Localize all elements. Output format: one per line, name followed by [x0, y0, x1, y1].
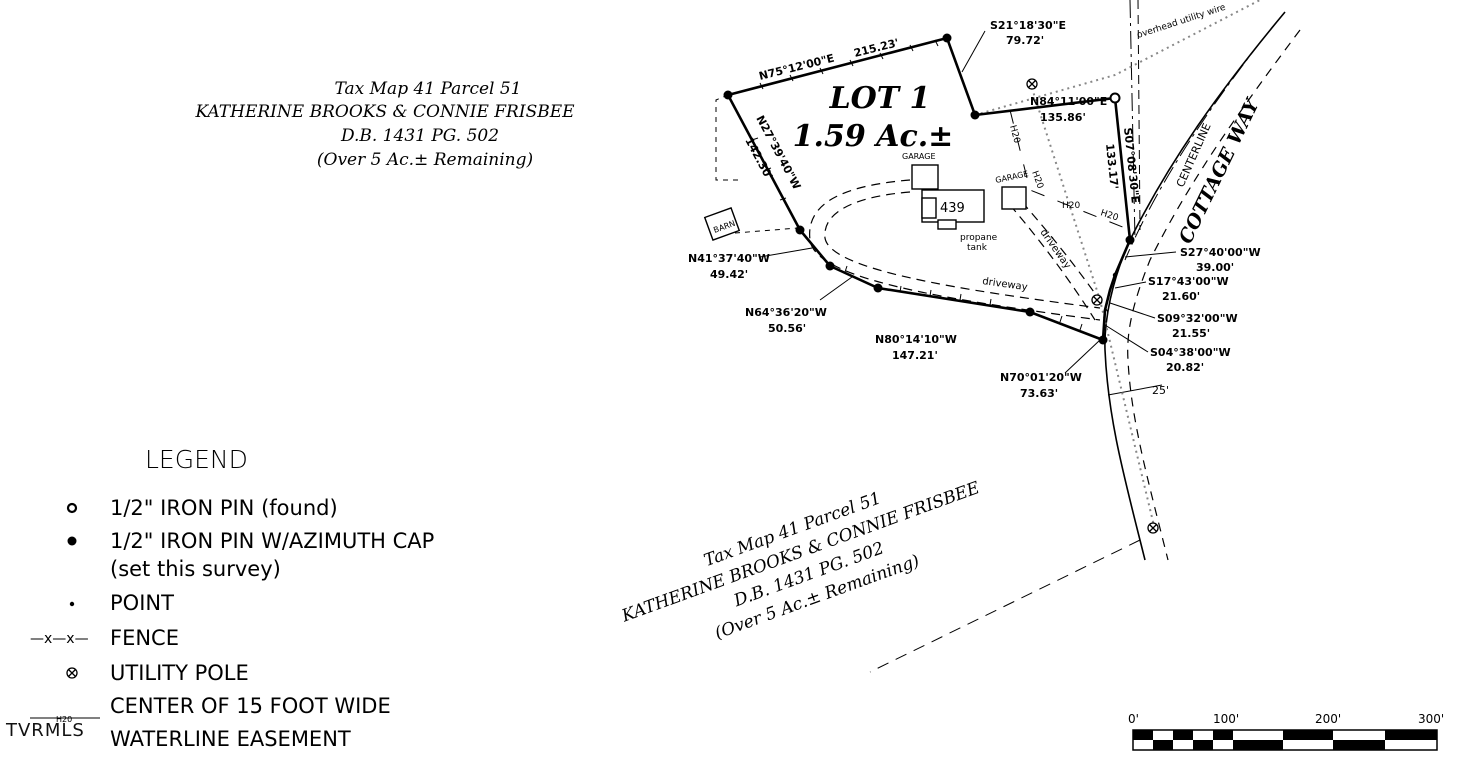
propane-label-2: tank: [967, 243, 988, 253]
iron-pin-set-icon: [942, 33, 952, 43]
structures: [703, 164, 1027, 241]
legend-title: LEGEND: [145, 445, 248, 474]
r3-bearing: S09°32'00"W: [1157, 312, 1238, 325]
iron-pin-found-icon: [66, 502, 78, 514]
r2-distance: 21.60': [1162, 290, 1200, 303]
boundary-fence-ticks: [751, 39, 1083, 331]
point-icon: [69, 601, 75, 607]
tvrmls-watermark: TVRMLS: [6, 720, 85, 741]
waterline-icon-label: H20: [56, 715, 72, 724]
legend-item-iron-pin-set-note: (set this survey): [110, 557, 281, 581]
scale-label-0: 0': [1128, 712, 1139, 726]
r1-distance: 39.00': [1196, 261, 1234, 274]
road-width-label: 25': [1152, 384, 1169, 397]
owner-north-line4: (Over 5 Ac.± Remaining): [317, 150, 533, 170]
b3-bearing: N80°14'10"W: [875, 333, 957, 346]
overhead-wire-label: overhead utility wire: [1136, 3, 1228, 41]
legend-item-waterline: CENTER OF 15 FOOT WIDE: [110, 694, 391, 718]
scale-label-200: 200': [1315, 712, 1341, 726]
boundary-corners: [723, 33, 1135, 345]
r4-distance: 20.82': [1166, 361, 1204, 374]
iron-pin-set-icon: [67, 536, 77, 546]
house-porch: [921, 197, 937, 219]
lot-boundary: [726, 36, 1132, 342]
house-number: 439: [940, 201, 965, 216]
lot-name: LOT 1: [829, 81, 931, 116]
legend-item-iron-pin-set: 1/2" IRON PIN W/AZIMUTH CAP: [110, 529, 434, 553]
garage-label-east: GARAGE: [995, 169, 1030, 185]
utility-pole-icon: [1026, 78, 1038, 90]
scale-label-300: 300': [1418, 712, 1444, 726]
h20-label-2: H20: [1029, 170, 1045, 191]
iron-pin-set-icon: [1125, 235, 1135, 245]
garage-building: [911, 164, 939, 190]
legend-item-iron-pin-found: 1/2" IRON PIN (found): [110, 496, 338, 520]
ne-line-bearing: S21°18'30"E: [990, 19, 1066, 32]
legend-item-fence: FENCE: [110, 626, 179, 650]
waterline-easement: [1009, 109, 1131, 231]
b4-distance: 73.63': [1020, 387, 1058, 400]
fence-icon: —x—x—: [30, 631, 89, 647]
owner-label-north: Tax Map 41 Parcel 51 KATHERINE BROOKS & …: [194, 79, 575, 170]
h20-label-3: H20: [1062, 201, 1080, 211]
iron-pin-set-icon: [723, 90, 733, 100]
fence-west: [715, 94, 799, 234]
mid-line-distance: 135.86': [1040, 111, 1086, 124]
barn-building: [703, 207, 741, 241]
ne-line-distance: 79.72': [1006, 34, 1044, 47]
cottage-way-road: [869, 0, 1301, 673]
iron-pin-set-icon: [873, 283, 883, 293]
r3-distance: 21.55': [1172, 327, 1210, 340]
owner-north-line3: D.B. 1431 PG. 502: [340, 126, 499, 146]
legend-item-utility-pole: UTILITY POLE: [110, 661, 249, 685]
owner-north-line1: Tax Map 41 Parcel 51: [335, 79, 522, 99]
h20-label-1: H20: [1007, 124, 1021, 144]
mid-line-bearing: N84°11'00"E: [1030, 95, 1107, 108]
lot-area: 1.59 Ac.±: [793, 119, 954, 154]
driveway-label-south: driveway: [982, 276, 1029, 293]
leader-lines: [759, 30, 1177, 374]
scale-bar: 0' 100' 200' 300': [1128, 712, 1444, 751]
legend-item-waterline-2: WATERLINE EASEMENT: [110, 727, 351, 751]
legend: LEGEND 1/2" IRON PIN (found) 1/2" IRON P…: [30, 445, 434, 751]
h20-label-4: H20: [1099, 208, 1120, 223]
r4-bearing: S04°38'00"W: [1150, 346, 1231, 359]
point-icon: [1112, 272, 1118, 278]
b2-distance: 50.56': [768, 322, 806, 335]
scale-label-100: 100': [1213, 712, 1239, 726]
owner-north-line2: KATHERINE BROOKS & CONNIE FRISBEE: [194, 102, 575, 122]
house-deck: [937, 219, 957, 230]
iron-pin-set-icon: [1025, 307, 1035, 317]
iron-pin-set-icon: [825, 261, 835, 271]
iron-pin-set-icon: [1098, 335, 1108, 345]
b1-distance: 49.42': [710, 268, 748, 281]
utility-poles: [1026, 78, 1159, 534]
iron-pin-set-icon: [970, 110, 980, 120]
utility-pole-icon: [1091, 294, 1103, 306]
propane-label-1: propane: [960, 233, 998, 243]
b4-bearing: N70°01'20"W: [1000, 371, 1082, 384]
b1-bearing: N41°37'40"W: [688, 252, 770, 265]
east-line-distance: 133.17': [1103, 143, 1121, 190]
driveway-label-east: driveway: [1038, 227, 1073, 271]
iron-pin-set-icon: [795, 225, 805, 235]
legend-item-point: POINT: [110, 591, 174, 615]
b2-bearing: N64°36'20"W: [745, 306, 827, 319]
garage-building-east: [1001, 186, 1027, 210]
b3-distance: 147.21': [892, 349, 938, 362]
utility-pole-icon: [1147, 522, 1159, 534]
r2-bearing: S17°43'00"W: [1148, 275, 1229, 288]
utility-pole-icon: [66, 667, 78, 679]
iron-pin-found-icon: [1109, 92, 1121, 104]
garage-label: GARAGE: [902, 152, 936, 161]
r1-bearing: S27°40'00"W: [1180, 246, 1261, 259]
owner-label-south: Tax Map 41 Parcel 51 KATHERINE BROOKS & …: [618, 478, 983, 644]
